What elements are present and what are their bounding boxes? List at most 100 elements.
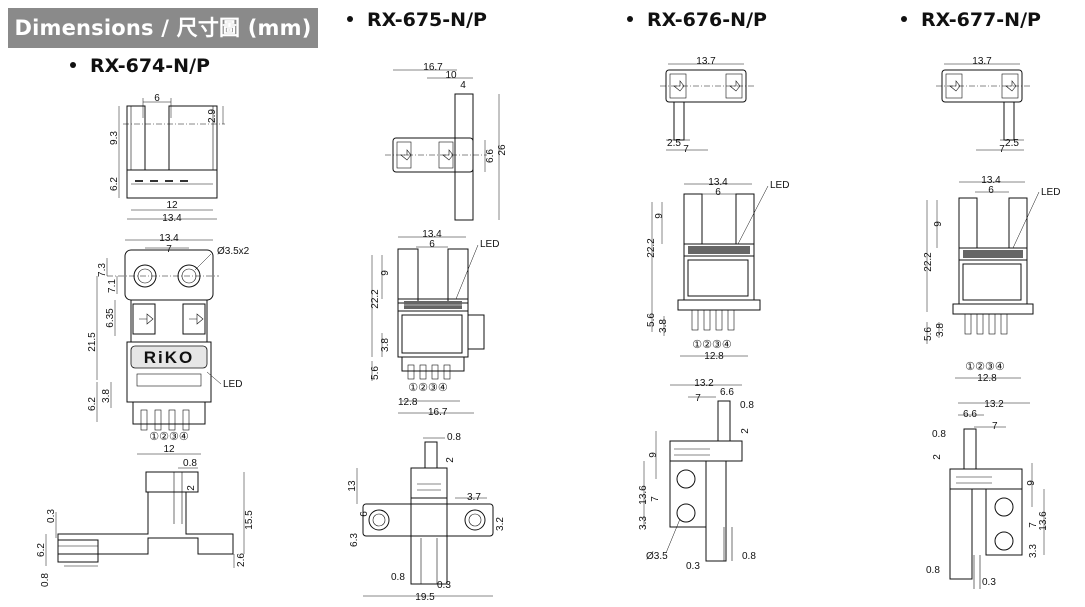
dim-0-8b: 0.8	[391, 572, 405, 583]
dim-0-8: 0.8	[183, 458, 197, 469]
dim-0-8b: 0.8	[40, 573, 51, 587]
led-grid	[963, 250, 1023, 258]
led-label: LED	[480, 239, 499, 250]
dim-13-2: 13.2	[694, 378, 714, 389]
dim-7: 7	[999, 144, 1005, 155]
dim-5-6: 5.6	[370, 366, 381, 380]
dim-6: 6	[359, 511, 370, 517]
dim-9-3: 9.3	[109, 131, 120, 145]
dim-2-6: 2.6	[236, 553, 247, 567]
dim-22-2: 22.2	[370, 289, 381, 309]
dim-12-8: 12.8	[398, 397, 418, 408]
dim-6: 6	[154, 93, 160, 104]
led-label: LED	[223, 379, 242, 390]
dim-9: 9	[380, 270, 391, 276]
dim-12: 12	[166, 200, 178, 211]
rx674-front-view: 13.4 7 Ø3.5x2 RiKO LED ①②③④ 7.3 7.1 21.5…	[87, 233, 250, 455]
led-grid	[404, 301, 462, 309]
dim-2-5: 2.5	[667, 138, 681, 149]
dim-3-3: 3.3	[638, 516, 649, 530]
dim-6-3: 6.3	[349, 533, 360, 547]
dim-7: 7	[695, 393, 701, 404]
dim-2: 2	[186, 485, 197, 491]
rx677-front-view: 13.4 6 LED ①②③④ 9 22.2 5.6 3.8 12.8	[923, 175, 1060, 384]
dim-3-8: 3.8	[935, 323, 946, 337]
dim-12: 12	[163, 444, 175, 455]
rx675-top-view: 16.7 10 4 6.6 26	[385, 62, 508, 221]
model-heading-rx676: RX-676-N/P	[627, 9, 767, 31]
pin-numbers: ①②③④	[149, 431, 189, 443]
rx676-side-view: 13.2 7 6.6 0.8 2 9 13.6 7 3.3 Ø3.5 0.8 0…	[638, 378, 756, 572]
dim-13-7: 13.7	[972, 56, 992, 67]
dim-6: 6	[429, 239, 435, 250]
dim-3-2: 3.2	[495, 517, 506, 531]
dim-2: 2	[445, 457, 456, 463]
dim-26: 26	[497, 144, 508, 156]
dim-13-6: 13.6	[1038, 511, 1049, 531]
dim-2: 2	[740, 428, 751, 434]
dim-13: 13	[347, 480, 358, 492]
dim-3-3: 3.3	[1028, 544, 1039, 558]
dim-13-4: 13.4	[708, 177, 728, 188]
dim-13-4: 13.4	[159, 233, 179, 244]
dim-9: 9	[654, 213, 665, 219]
dim-13-4: 13.4	[422, 229, 442, 240]
dim-7-1: 7.1	[107, 279, 118, 293]
dim-13-7: 13.7	[696, 56, 716, 67]
dim-0-3: 0.3	[982, 577, 996, 588]
model-name: RX-675-N/P	[367, 9, 487, 31]
dim-9: 9	[648, 452, 659, 458]
dim-7-3: 7.3	[97, 263, 108, 277]
pin-numbers: ①②③④	[965, 361, 1005, 373]
led-label: LED	[1041, 187, 1060, 198]
pin-terminals	[140, 409, 190, 431]
dim-15-5: 15.5	[244, 510, 255, 530]
model-name: RX-676-N/P	[647, 9, 767, 31]
pin-terminals	[691, 309, 735, 331]
model-name: RX-674-N/P	[90, 55, 210, 77]
dim-16-7: 16.7	[428, 407, 448, 418]
dim-6: 6	[715, 187, 721, 198]
pin-numbers: ①②③④	[692, 339, 732, 351]
dim-0-8b: 0.8	[742, 551, 756, 562]
dim-6-35: 6.35	[105, 308, 116, 328]
rx676-front-view: 13.4 6 LED ①②③④ 9 22.2 5.6 3.8 12.8	[646, 177, 789, 362]
dim-6-6: 6.6	[720, 387, 734, 398]
bullet-icon	[347, 15, 353, 22]
model-heading-rx675: RX-675-N/P	[347, 9, 487, 31]
dim-7: 7	[683, 144, 689, 155]
dim-22-2: 22.2	[646, 238, 657, 258]
rx675-side-view: 0.8 2 13 6 3.7 6.3 3.2 0.8 0.3 19.5	[347, 432, 506, 603]
dim-2: 2	[932, 454, 943, 460]
dim-9: 9	[933, 221, 944, 227]
dim-6-2: 6.2	[36, 543, 47, 557]
dim-21-5: 21.5	[87, 332, 98, 352]
dim-10: 10	[445, 70, 457, 81]
dim-0-8b: 0.8	[926, 565, 940, 576]
bullet-icon	[901, 15, 907, 22]
hole-label: Ø3.5x2	[217, 246, 250, 257]
dim-0-8: 0.8	[740, 400, 754, 411]
led-grid	[688, 246, 750, 254]
dim-7b: 7	[1028, 522, 1039, 528]
dim-12-8: 12.8	[704, 351, 724, 362]
bullet-icon	[70, 61, 76, 68]
dim-6-6: 6.6	[485, 149, 496, 163]
dim-7: 7	[992, 421, 998, 432]
brand-logo: RiKO	[144, 348, 195, 367]
rx677-side-view: 13.2 6.6 7 0.8 2 9 7 13.6 3.3 0.8 0.3	[926, 399, 1049, 589]
dim-13-4: 13.4	[162, 213, 182, 224]
dim-16-7: 16.7	[423, 62, 443, 73]
model-heading-rx677: RX-677-N/P	[901, 9, 1041, 31]
dim-3-8: 3.8	[380, 338, 391, 352]
dim-6-2: 6.2	[87, 397, 98, 411]
pin-numbers: ①②③④	[408, 382, 448, 394]
dim-2-5: 2.5	[1005, 138, 1019, 149]
pin-terminals	[964, 313, 1008, 335]
dim-5-6: 5.6	[923, 327, 934, 341]
rx674-side-view: 0.8 2 0.3 15.5 6.2 2.6 0.8	[36, 458, 255, 587]
dim-19-5: 19.5	[415, 592, 435, 603]
dim-5-6: 5.6	[646, 313, 657, 327]
led-label: LED	[770, 180, 789, 191]
dim-6: 6	[988, 185, 994, 196]
